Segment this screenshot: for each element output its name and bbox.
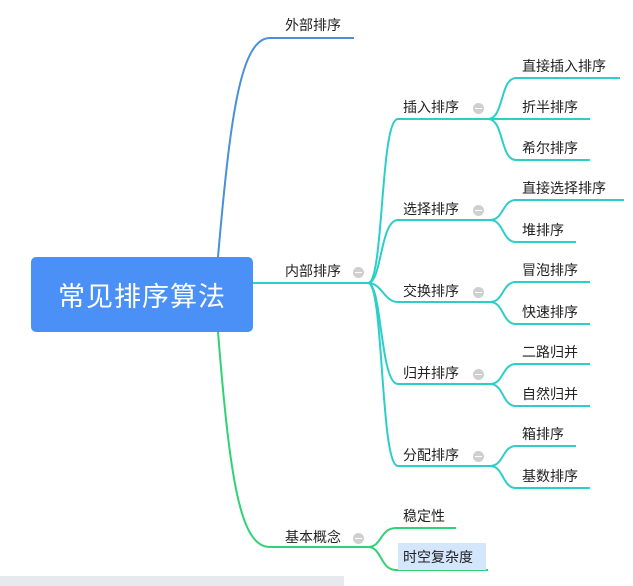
collapse-minus-icon[interactable] bbox=[353, 267, 364, 278]
node-label: 插入排序 bbox=[403, 100, 459, 116]
leaf-stability[interactable]: 稳定性 bbox=[403, 508, 445, 526]
collapse-minus-icon[interactable] bbox=[473, 103, 484, 114]
collapse-minus-icon[interactable] bbox=[473, 451, 484, 462]
edge-exchange-c1 bbox=[489, 281, 590, 303]
edge-merge-c1 bbox=[489, 363, 590, 385]
leaf-bubble-sort[interactable]: 冒泡排序 bbox=[522, 262, 578, 280]
leaf-time-space-complexity[interactable]: 时空复杂度 bbox=[403, 549, 473, 567]
root-node-label: 常见排序算法 bbox=[58, 282, 226, 313]
node-label: 基本概念 bbox=[285, 530, 341, 546]
node-label: 归并排序 bbox=[403, 366, 459, 382]
node-label: 希尔排序 bbox=[522, 141, 578, 157]
edge-dist-c1 bbox=[489, 445, 576, 467]
edge-basics-c2 bbox=[367, 546, 488, 571]
node-internal-sort[interactable]: 内部排序 bbox=[285, 263, 341, 281]
node-label: 分配排序 bbox=[403, 448, 459, 464]
node-label: 直接插入排序 bbox=[522, 59, 606, 75]
edge-insert-c1 bbox=[487, 77, 620, 120]
collapse-minus-icon[interactable] bbox=[473, 205, 484, 216]
edge-select-c2 bbox=[489, 219, 576, 243]
edge-insert-c3 bbox=[487, 118, 590, 161]
node-label: 折半排序 bbox=[522, 100, 578, 116]
node-basic-concepts[interactable]: 基本概念 bbox=[285, 529, 341, 547]
edge-internal-select bbox=[367, 219, 490, 284]
edge-basics-c1 bbox=[367, 527, 456, 548]
node-external-sort[interactable]: 外部排序 bbox=[285, 17, 341, 35]
edge-internal-exchange bbox=[367, 282, 490, 303]
node-label: 交换排序 bbox=[403, 284, 459, 300]
edge-internal-dist bbox=[367, 282, 490, 467]
collapse-minus-icon[interactable] bbox=[473, 369, 484, 380]
node-label: 时空复杂度 bbox=[403, 550, 473, 566]
root-node[interactable]: 常见排序算法 bbox=[31, 257, 253, 332]
leaf-binary-insertion[interactable]: 折半排序 bbox=[522, 99, 578, 117]
node-label: 基数排序 bbox=[522, 469, 578, 485]
edge-dist-c2 bbox=[489, 465, 590, 489]
node-label: 直接选择排序 bbox=[522, 181, 606, 197]
node-distribution-sort[interactable]: 分配排序 bbox=[403, 447, 459, 465]
leaf-natural-merge[interactable]: 自然归并 bbox=[522, 386, 578, 404]
node-label: 堆排序 bbox=[522, 223, 564, 239]
node-insertion-sort[interactable]: 插入排序 bbox=[403, 99, 459, 117]
selection-highlight bbox=[398, 543, 486, 570]
leaf-bucket-sort[interactable]: 箱排序 bbox=[522, 426, 564, 444]
edge-merge-c2 bbox=[489, 383, 590, 407]
edge-root-basics bbox=[217, 331, 368, 548]
edge-internal-insert bbox=[367, 118, 488, 284]
leaf-straight-selection[interactable]: 直接选择排序 bbox=[522, 180, 606, 198]
node-label: 选择排序 bbox=[403, 202, 459, 218]
collapse-minus-icon[interactable] bbox=[473, 287, 484, 298]
edge-select-c1 bbox=[489, 199, 624, 221]
edge-root-external bbox=[217, 37, 354, 258]
leaf-quick-sort[interactable]: 快速排序 bbox=[522, 304, 578, 322]
node-merge-sort[interactable]: 归并排序 bbox=[403, 365, 459, 383]
node-label: 二路归并 bbox=[522, 345, 578, 361]
leaf-shell-sort[interactable]: 希尔排序 bbox=[522, 140, 578, 158]
node-label: 自然归并 bbox=[522, 387, 578, 403]
node-label: 冒泡排序 bbox=[522, 263, 578, 279]
edge-exchange-c2 bbox=[489, 301, 590, 325]
node-label: 快速排序 bbox=[522, 305, 578, 321]
node-selection-sort[interactable]: 选择排序 bbox=[403, 201, 459, 219]
leaf-straight-insertion[interactable]: 直接插入排序 bbox=[522, 58, 606, 76]
leaf-radix-sort[interactable]: 基数排序 bbox=[522, 468, 578, 486]
node-label: 稳定性 bbox=[403, 509, 445, 525]
horizontal-scrollbar[interactable] bbox=[0, 576, 344, 586]
leaf-heap-sort[interactable]: 堆排序 bbox=[522, 222, 564, 240]
node-label: 箱排序 bbox=[522, 427, 564, 443]
leaf-two-way-merge[interactable]: 二路归并 bbox=[522, 344, 578, 362]
node-label: 外部排序 bbox=[285, 18, 341, 34]
collapse-minus-icon[interactable] bbox=[353, 533, 364, 544]
node-label: 内部排序 bbox=[285, 264, 341, 280]
node-exchange-sort[interactable]: 交换排序 bbox=[403, 283, 459, 301]
